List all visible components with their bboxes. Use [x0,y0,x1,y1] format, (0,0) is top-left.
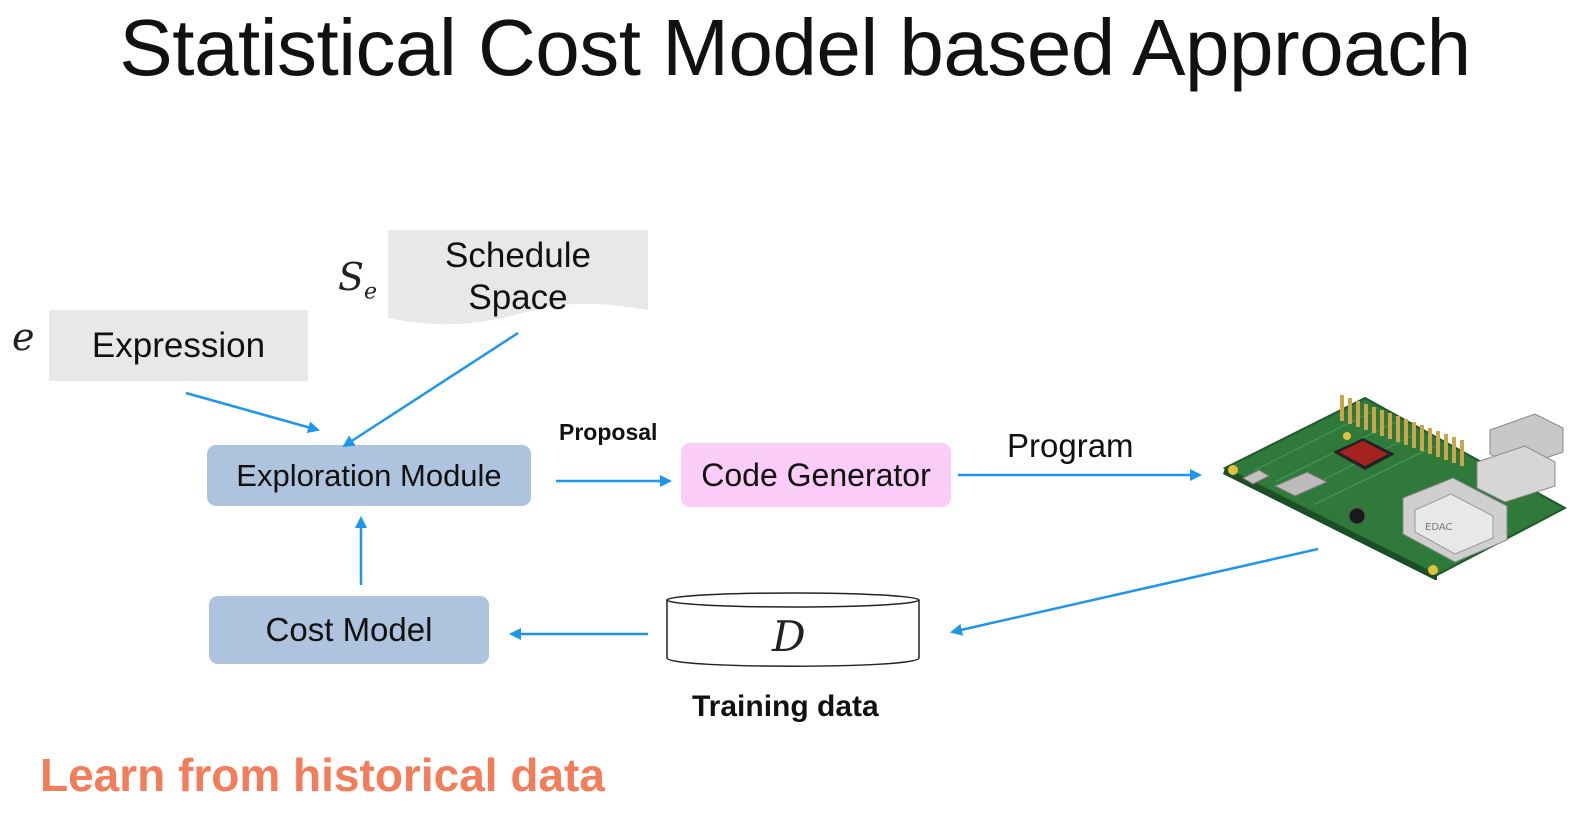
schedule-space-line1: Schedule [445,236,591,275]
expression-symbol: e [12,315,35,359]
schedule-space-doc: Schedule Space [388,234,648,320]
page-title: Statistical Cost Model based Approach [119,3,1471,92]
exploration-module-label: Exploration Module [236,457,502,493]
schedule-space-doc-shape [388,230,648,325]
schedule-space-symbol: Se [338,255,377,305]
training-data-label: Training data [692,690,879,723]
schedule-space-symbol-sub: e [364,279,378,305]
exploration-module-box: Exploration Module [207,445,531,506]
arrow-expression-to-exploration [185,391,320,434]
training-data-cylinder [666,592,920,667]
arrow-hardware-to-database [950,547,1319,636]
tagline: Learn from historical data [40,749,605,801]
code-generator-box: Code Generator [681,443,951,507]
database-symbol: D [772,612,806,661]
ethernet-chip-text: EDAC [1425,522,1453,533]
proposal-label: Proposal [559,419,658,445]
schedule-space-symbol-main: S [338,255,365,299]
schedule-space-line2: Space [468,278,568,317]
expression-label: Expression [91,325,266,365]
cost-model-box: Cost Model [209,596,489,664]
expression-doc: Expression [49,310,308,381]
code-generator-label: Code Generator [701,456,931,493]
cost-model-label: Cost Model [265,611,433,648]
program-label: Program [1007,427,1134,464]
raspberry-pi-board-icon: EDAC [1222,395,1568,580]
arrow-schedule-to-exploration [342,331,519,448]
